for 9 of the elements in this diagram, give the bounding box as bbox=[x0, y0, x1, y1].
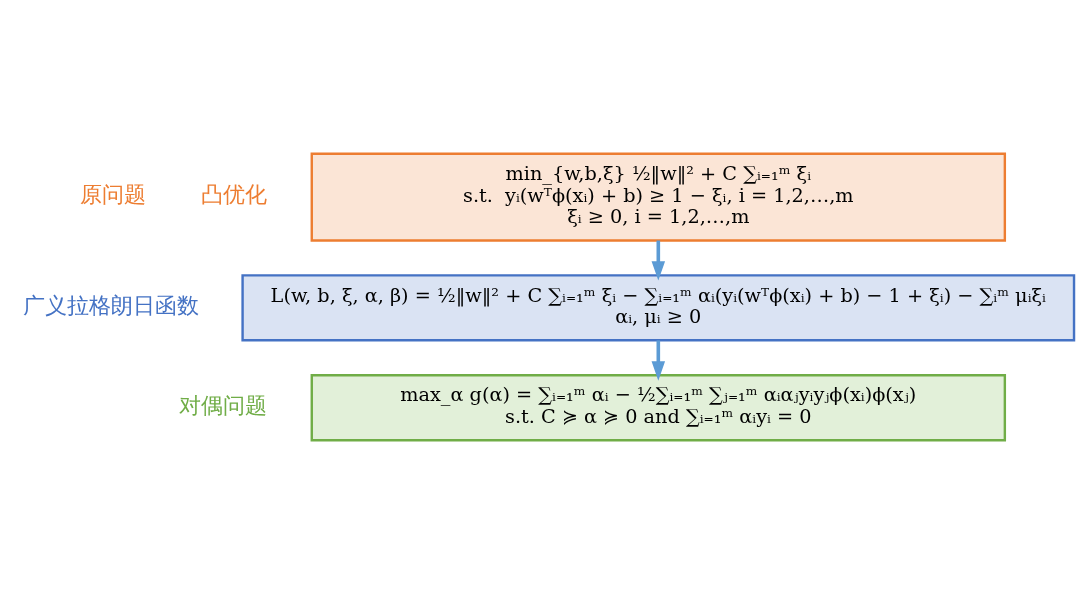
node-label: 凸优化 bbox=[200, 182, 267, 208]
node-box: min_{w,b,ξ} ½‖w‖² + C ∑ᵢ₌₁ᵐ ξᵢ s.t. yᵢ(wᵀϕ(xᵢ) + b) ≥ 1 − ξᵢ, i = 1,2,…,m ξᵢ ≥ 0, i = 1,2,…,m bbox=[310, 152, 1007, 242]
node-box: max_α g(α) = ∑ᵢ₌₁ᵐ αᵢ − ½∑ᵢ₌₁ᵐ ∑ⱼ₌₁ᵐ αᵢαⱼyᵢyⱼϕ(xᵢ)ϕ(xⱼ) s.t. C ≽ α ≽ 0 and ∑ᵢ₌₁ᵐ αᵢyᵢ = 0 bbox=[310, 374, 1007, 442]
node-label: 对偶问题 bbox=[178, 392, 267, 418]
node-label: 广义拉格朗日函数 bbox=[22, 293, 199, 319]
arrow bbox=[651, 340, 666, 381]
arrow bbox=[651, 240, 666, 281]
node-box: L(w, b, ξ, α, β) = ½‖w‖² + C ∑ᵢ₌₁ᵐ ξᵢ − ∑ᵢ₌₁ᵐ αᵢ(yᵢ(wᵀϕ(xᵢ) + b) − 1 + ξᵢ) − ∑ᵢᵐ μᵢξᵢ αᵢ, μᵢ ≥ 0 bbox=[241, 274, 1076, 342]
node-label: 原问题 bbox=[80, 182, 147, 208]
